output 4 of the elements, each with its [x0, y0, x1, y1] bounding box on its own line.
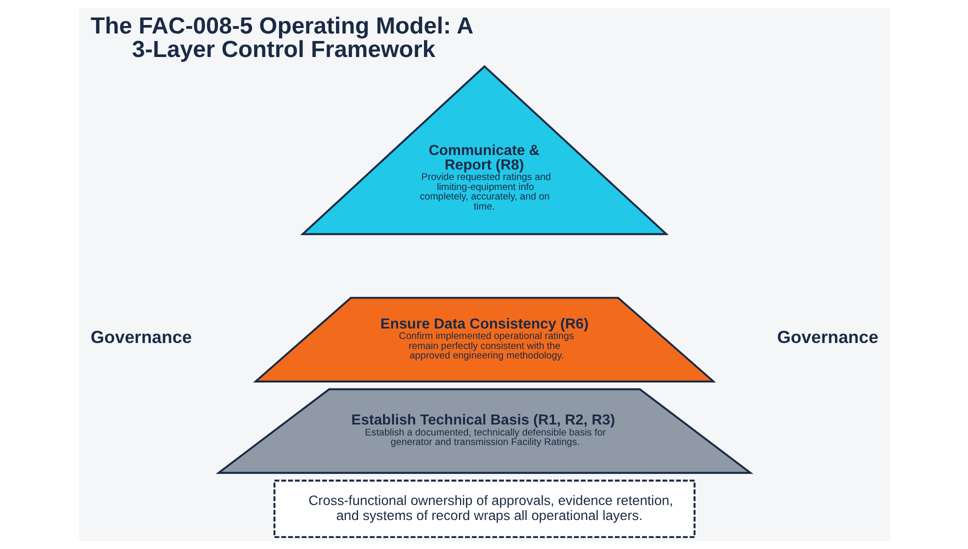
diagram-title: The FAC-008-5 Operating Model: A 3-Layer Control Framework: [90, 12, 473, 62]
label: Governance: [90, 326, 192, 347]
node-box: Cross-functional ownership of approvals, evidence retention, and systems of record wraps all operational layers.: [272, 480, 696, 538]
label: Governance: [776, 326, 878, 347]
